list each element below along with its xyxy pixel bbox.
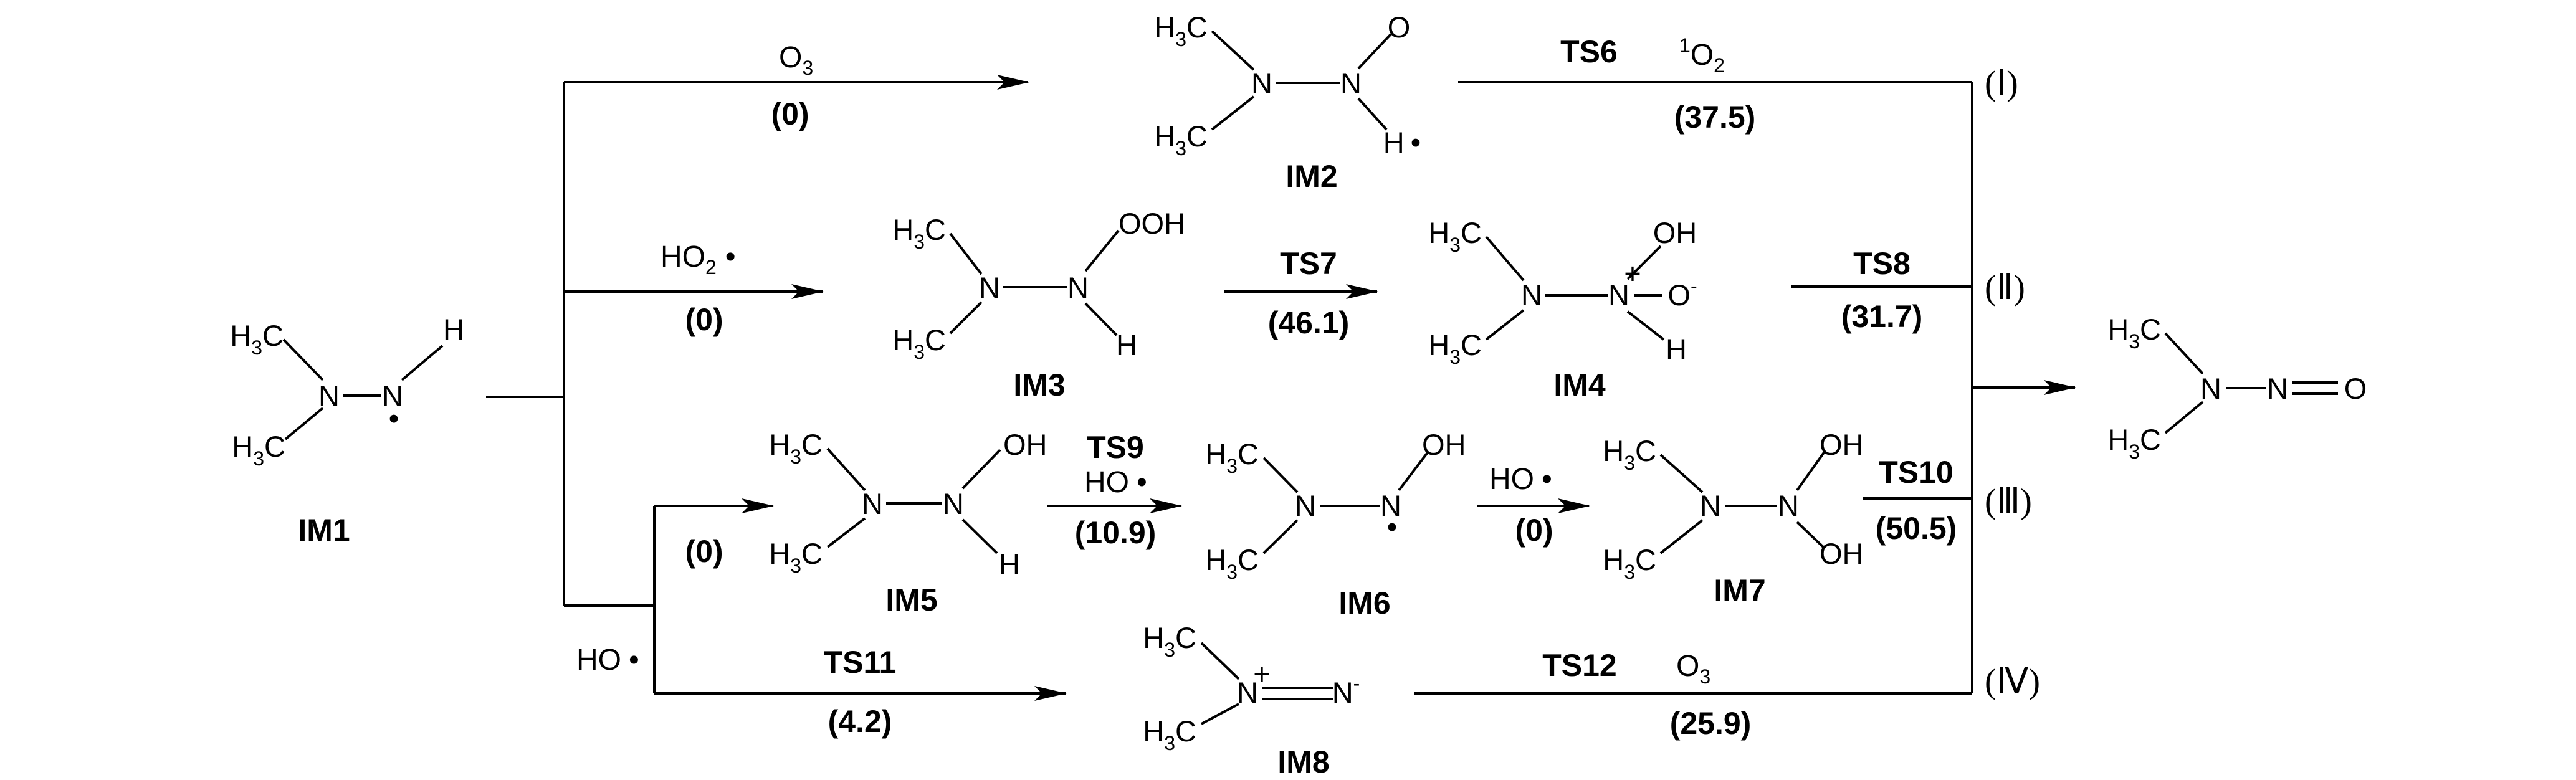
pathway-label-4: (Ⅳ) [1985,662,2040,701]
barrier-ts8: (31.7) [1841,299,1923,334]
svg-text:N: N [1340,67,1362,100]
svg-text:N: N [1295,489,1316,522]
reagent-singlet-o2: 1O2 [1679,34,1725,77]
molecule-product: N N O [2107,313,2367,463]
label-im2: IM2 [1286,159,1337,194]
svg-text:H: H [1666,333,1687,366]
svg-text:O: O [2344,372,2367,405]
svg-text:+: + [1253,657,1270,690]
molecule-im8: N + N- IM8 [1143,621,1360,779]
svg-text:O: O [1388,11,1411,44]
svg-text:H: H [999,548,1020,581]
svg-text:N: N [1237,676,1258,709]
svg-text:N: N [1521,278,1542,312]
molecule-im5: N N OH H IM5 [769,428,1047,617]
svg-text:OH: OH [1820,428,1864,461]
barrier-ts6: (37.5) [1674,100,1756,135]
barrier-ts10: (50.5) [1876,511,1957,546]
svg-text:N: N [2267,372,2288,405]
svg-text:N-: N- [1332,672,1360,709]
molecule-im2: N N O H• IM2 [1154,11,1421,194]
barrier-ts11: (4.2) [828,704,892,739]
pathway-label-3: (Ⅲ) [1985,482,2032,521]
label-ts11: TS11 [824,645,897,680]
svg-text:OH: OH [1820,537,1864,570]
svg-text:N: N [979,271,1000,304]
svg-text:O3: O3 [779,41,813,79]
pathway-label-2: (Ⅱ) [1985,269,2025,307]
svg-text:OOH: OOH [1119,207,1185,240]
molecule-im7: N N OH OH IM7 [1603,428,1864,608]
reagent-ho-branch: HO• [576,644,639,677]
svg-text:OH: OH [1653,216,1697,249]
svg-text:OH: OH [1003,428,1047,461]
svg-text:OH: OH [1422,428,1466,461]
label-ts7: TS7 [1280,246,1337,281]
svg-text:O-: O- [1667,275,1697,312]
svg-text:H•: H• [1383,126,1421,159]
label-im5: IM5 [885,583,937,617]
svg-text:HO•: HO• [1489,463,1552,496]
label-im4: IM4 [1553,368,1606,402]
label-im6: IM6 [1338,586,1390,621]
molecule-im1: N N • H IM1 [230,313,464,548]
svg-text:N: N [1700,489,1721,522]
label-ts9: TS9 [1087,430,1144,465]
label-im3: IM3 [1013,368,1065,402]
reagent-o3: O3 [779,41,813,79]
barrier-ho-add: (0) [1515,513,1553,548]
label-ts10: TS10 [1879,455,1953,490]
pathway-label-1: (Ⅰ) [1985,64,2018,103]
svg-text:HO•: HO• [576,644,639,677]
label-ts6: TS6 [1560,34,1618,69]
svg-text:H: H [443,313,464,346]
barrier-ho2: (0) [685,302,723,337]
svg-text:HO•: HO• [1084,466,1147,499]
svg-text:N: N [862,487,883,520]
barrier-o3: (0) [771,97,809,131]
reagent-ho-ts9: HO• [1084,466,1147,499]
label-im8: IM8 [1277,744,1329,779]
molecule-im6: N N • OH IM6 [1205,428,1466,621]
barrier-ts9: (10.9) [1075,515,1157,550]
molecule-im3: N N OOH H IM3 [892,207,1185,402]
svg-text:O3: O3 [1676,650,1710,688]
svg-text:N: N [1778,489,1799,522]
svg-text:N: N [1251,67,1272,100]
label-im1: IM1 [298,513,350,548]
svg-text:N: N [318,379,340,412]
svg-text:N: N [1608,278,1629,312]
molecule-im4: N N + OH O- H IM4 [1428,216,1697,402]
reagent-ho-add: HO• [1489,463,1552,496]
barrier-im5-step: (0) [685,534,723,569]
barrier-ts7: (46.1) [1268,305,1350,340]
svg-text:1O2: 1O2 [1679,34,1725,77]
svg-text:HO2•: HO2• [661,240,736,278]
svg-text:N: N [382,379,403,412]
reaction-arrows [486,75,2076,701]
svg-text:N: N [2200,372,2221,405]
barrier-ts12: (25.9) [1670,706,1752,741]
svg-text:•: • [1387,510,1397,543]
reagent-o3-ts12: O3 [1676,650,1710,688]
svg-text:•: • [389,402,399,435]
svg-text:N: N [1067,271,1089,304]
svg-text:N: N [943,487,964,520]
svg-text:N: N [1380,489,1401,522]
label-im7: IM7 [1714,573,1765,608]
label-ts8: TS8 [1853,246,1911,281]
svg-text:H: H [1116,328,1137,361]
reagent-ho2: HO2• [661,240,736,278]
label-ts12: TS12 [1542,648,1617,683]
